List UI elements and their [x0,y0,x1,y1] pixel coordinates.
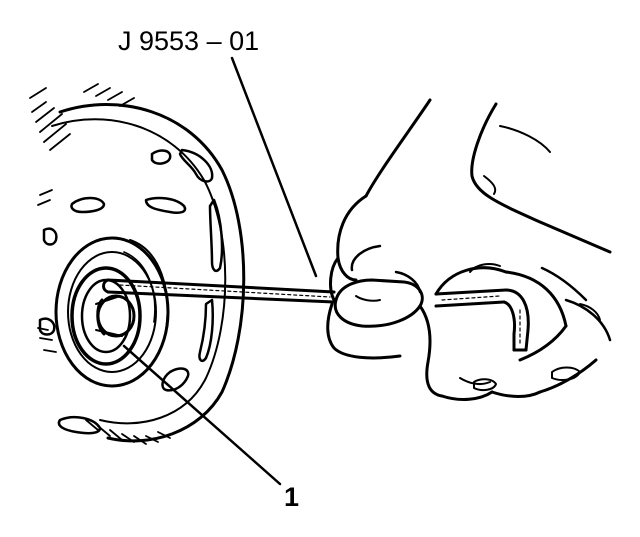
callout-leaders [122,56,318,486]
tool-leader-line [230,56,318,278]
part-leader-line [122,344,282,486]
tool-callout-label: J 9553 – 01 [118,26,260,56]
hand-icon [326,98,612,401]
part-callout-label: 1 [284,482,300,512]
pulley-wheel-icon [29,83,246,445]
hex-key-tool-icon [102,278,530,352]
